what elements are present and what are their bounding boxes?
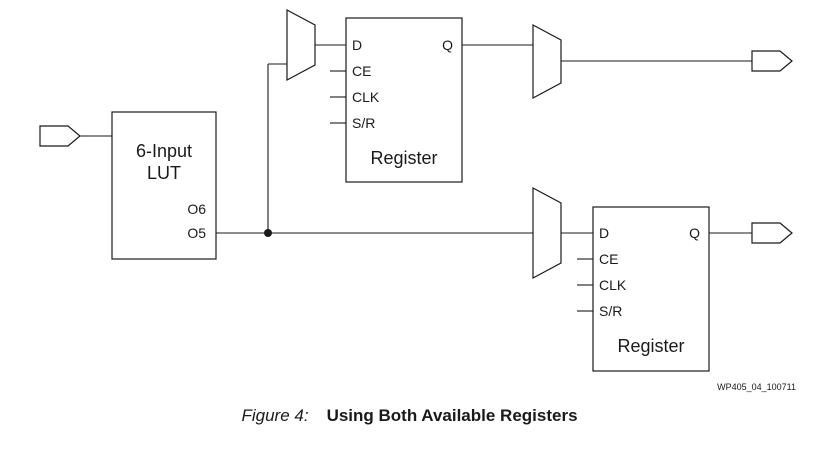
bottom-register-sr-pin: S/R [599, 303, 622, 319]
figure-id: WP405_04_100711 [717, 382, 796, 392]
top-register-d-pin: D [352, 37, 362, 53]
bottom-register-ce-pin: CE [599, 251, 618, 267]
figure-caption: Figure 4: Using Both Available Registers [0, 406, 819, 426]
top-register-ce-pin: CE [352, 63, 371, 79]
input-port [39, 125, 81, 147]
top-register-sr-pin: S/R [352, 115, 375, 131]
lut-label-line1: 6-Input [136, 141, 192, 161]
top-output-mux [532, 23, 562, 100]
circuit-diagram: 6-Input LUT O6 O5 D Q CE CLK S/R Registe… [39, 8, 796, 392]
top-register-clk-pin: CLK [352, 89, 380, 105]
top-register [345, 17, 463, 183]
lut-block [111, 111, 217, 260]
bottom-register-d-pin: D [599, 225, 609, 241]
lut-pin-o5: O5 [187, 225, 206, 241]
lut-label-line2: LUT [147, 163, 181, 183]
bottom-input-mux [532, 186, 562, 280]
bottom-register [592, 206, 710, 372]
figure-title: Using Both Available Registers [326, 406, 578, 425]
bottom-register-clk-pin: CLK [599, 277, 627, 293]
bottom-register-q-pin: Q [689, 225, 700, 241]
top-input-mux [286, 8, 316, 82]
top-register-label: Register [370, 148, 437, 168]
top-output-port [751, 50, 793, 72]
top-register-q-pin: Q [442, 37, 453, 53]
lut-pin-o6: O6 [187, 201, 206, 217]
bottom-register-label: Register [617, 336, 684, 356]
figure-label: Figure 4: [241, 406, 309, 425]
bottom-output-port [751, 222, 793, 244]
